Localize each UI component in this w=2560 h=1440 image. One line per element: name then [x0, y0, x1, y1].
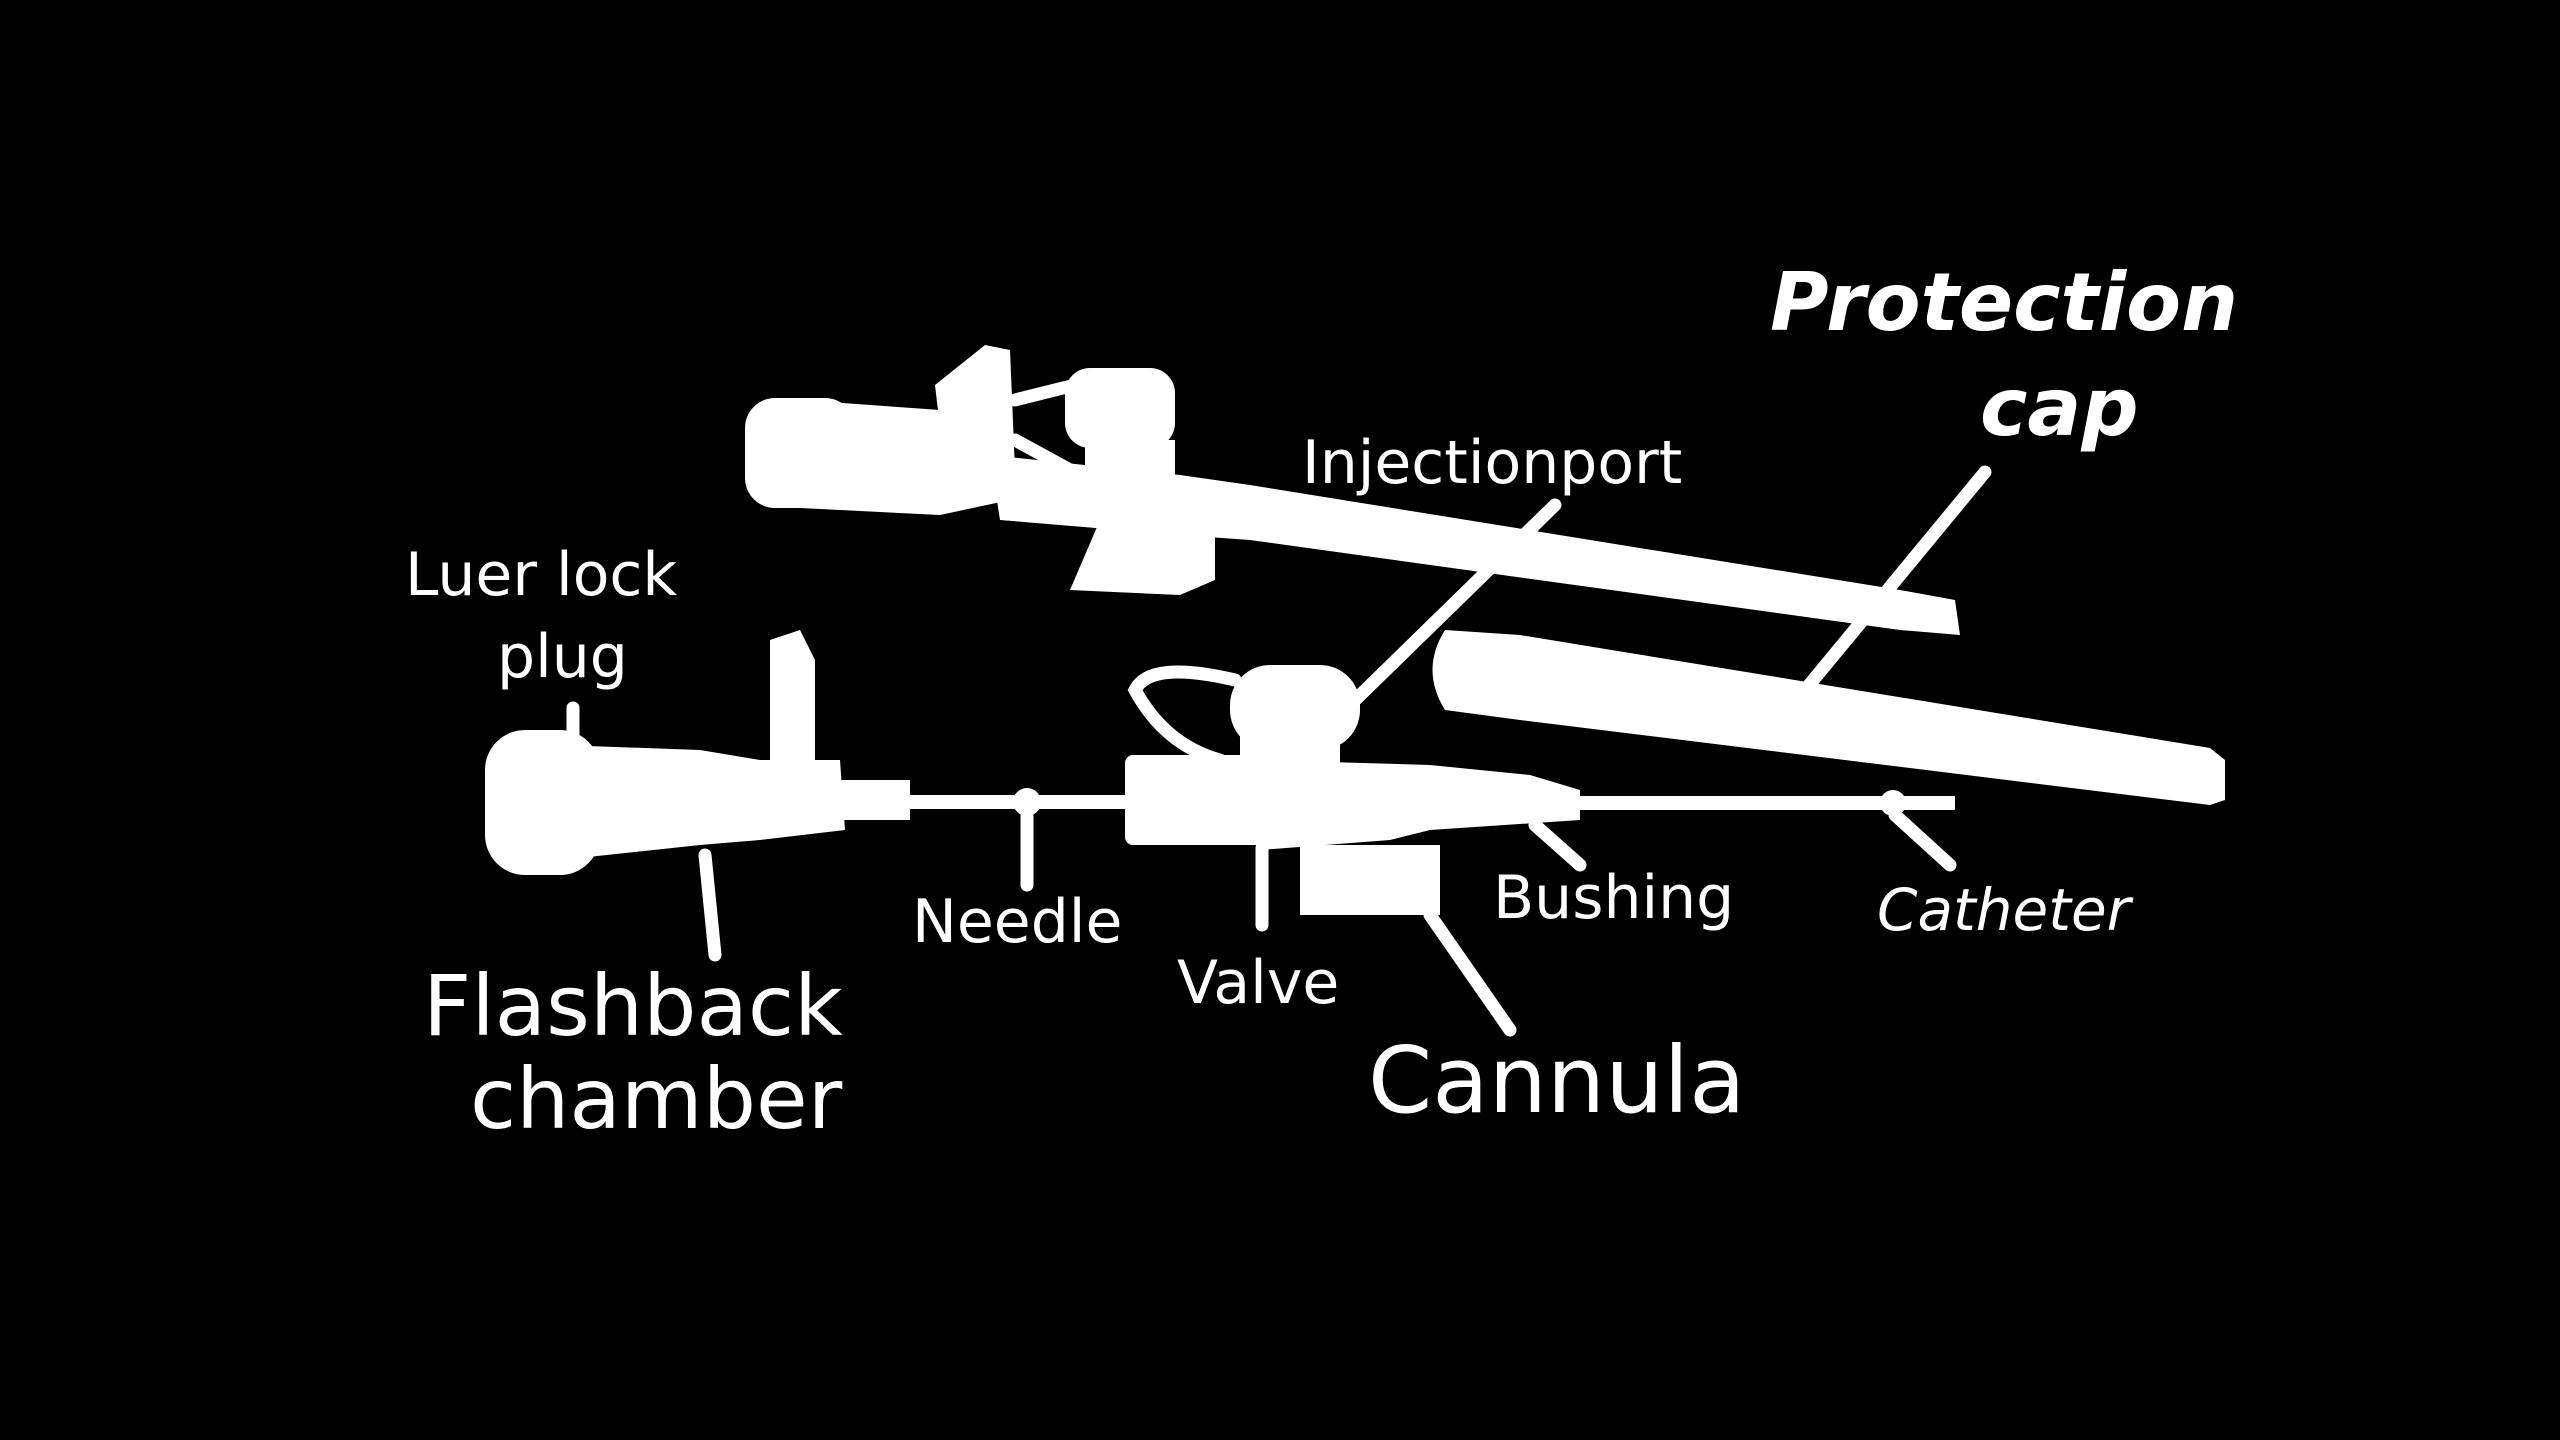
- label-protection-cap-line1: Protection: [1770, 256, 2238, 349]
- label-protection-cap-line2: cap: [1980, 361, 2139, 454]
- protection-cap-sleeve: [1432, 630, 2225, 805]
- upper-skirt: [1070, 520, 1215, 595]
- port-body: [1125, 755, 1265, 845]
- lower-device-silhouette: [485, 630, 1955, 915]
- upper-wing: [935, 345, 1015, 470]
- protection-cap-silhouette: [1432, 630, 2225, 805]
- flashback-chamber-shape: [560, 745, 845, 860]
- label-cannula: Cannula: [1368, 1027, 1745, 1134]
- leader-catheter: [1888, 808, 1957, 872]
- cannula-block: [1300, 845, 1440, 915]
- label-luer-lock-line1: Luer lock: [405, 540, 677, 610]
- leader-bushing: [1528, 818, 1587, 872]
- side-hub: [1260, 760, 1580, 850]
- label-catheter: Catheter: [1877, 876, 2134, 944]
- leader-flashback: [698, 848, 722, 962]
- flashback-fin: [770, 630, 815, 770]
- lower-loop-wire: [1127, 665, 1242, 767]
- catheter-shape: [1575, 796, 1955, 810]
- collar-shape: [830, 780, 910, 820]
- label-flashback-line1: Flashback: [423, 957, 843, 1055]
- label-valve: Valve: [1177, 948, 1339, 1018]
- leader-lines: [566, 465, 1992, 1037]
- upper-port-cap: [1065, 368, 1175, 448]
- leader-cannula: [1423, 908, 1517, 1037]
- label-flashback-line2: chamber: [470, 1050, 843, 1148]
- leader-protection-cap: [1798, 465, 1992, 697]
- label-needle: Needle: [912, 887, 1122, 957]
- label-injectionport: Injectionport: [1302, 428, 1682, 498]
- labels: Protection cap Injectionport Luer lock p…: [405, 256, 2238, 1148]
- label-luer-lock-line2: plug: [497, 622, 628, 692]
- leader-injectionport: [1343, 498, 1562, 712]
- upper-shaft: [990, 455, 1960, 635]
- catheter-bead: [1880, 790, 1906, 816]
- needle-bead: [1013, 788, 1041, 816]
- label-bushing: Bushing: [1493, 863, 1734, 933]
- upper-device-silhouette: [745, 345, 1960, 635]
